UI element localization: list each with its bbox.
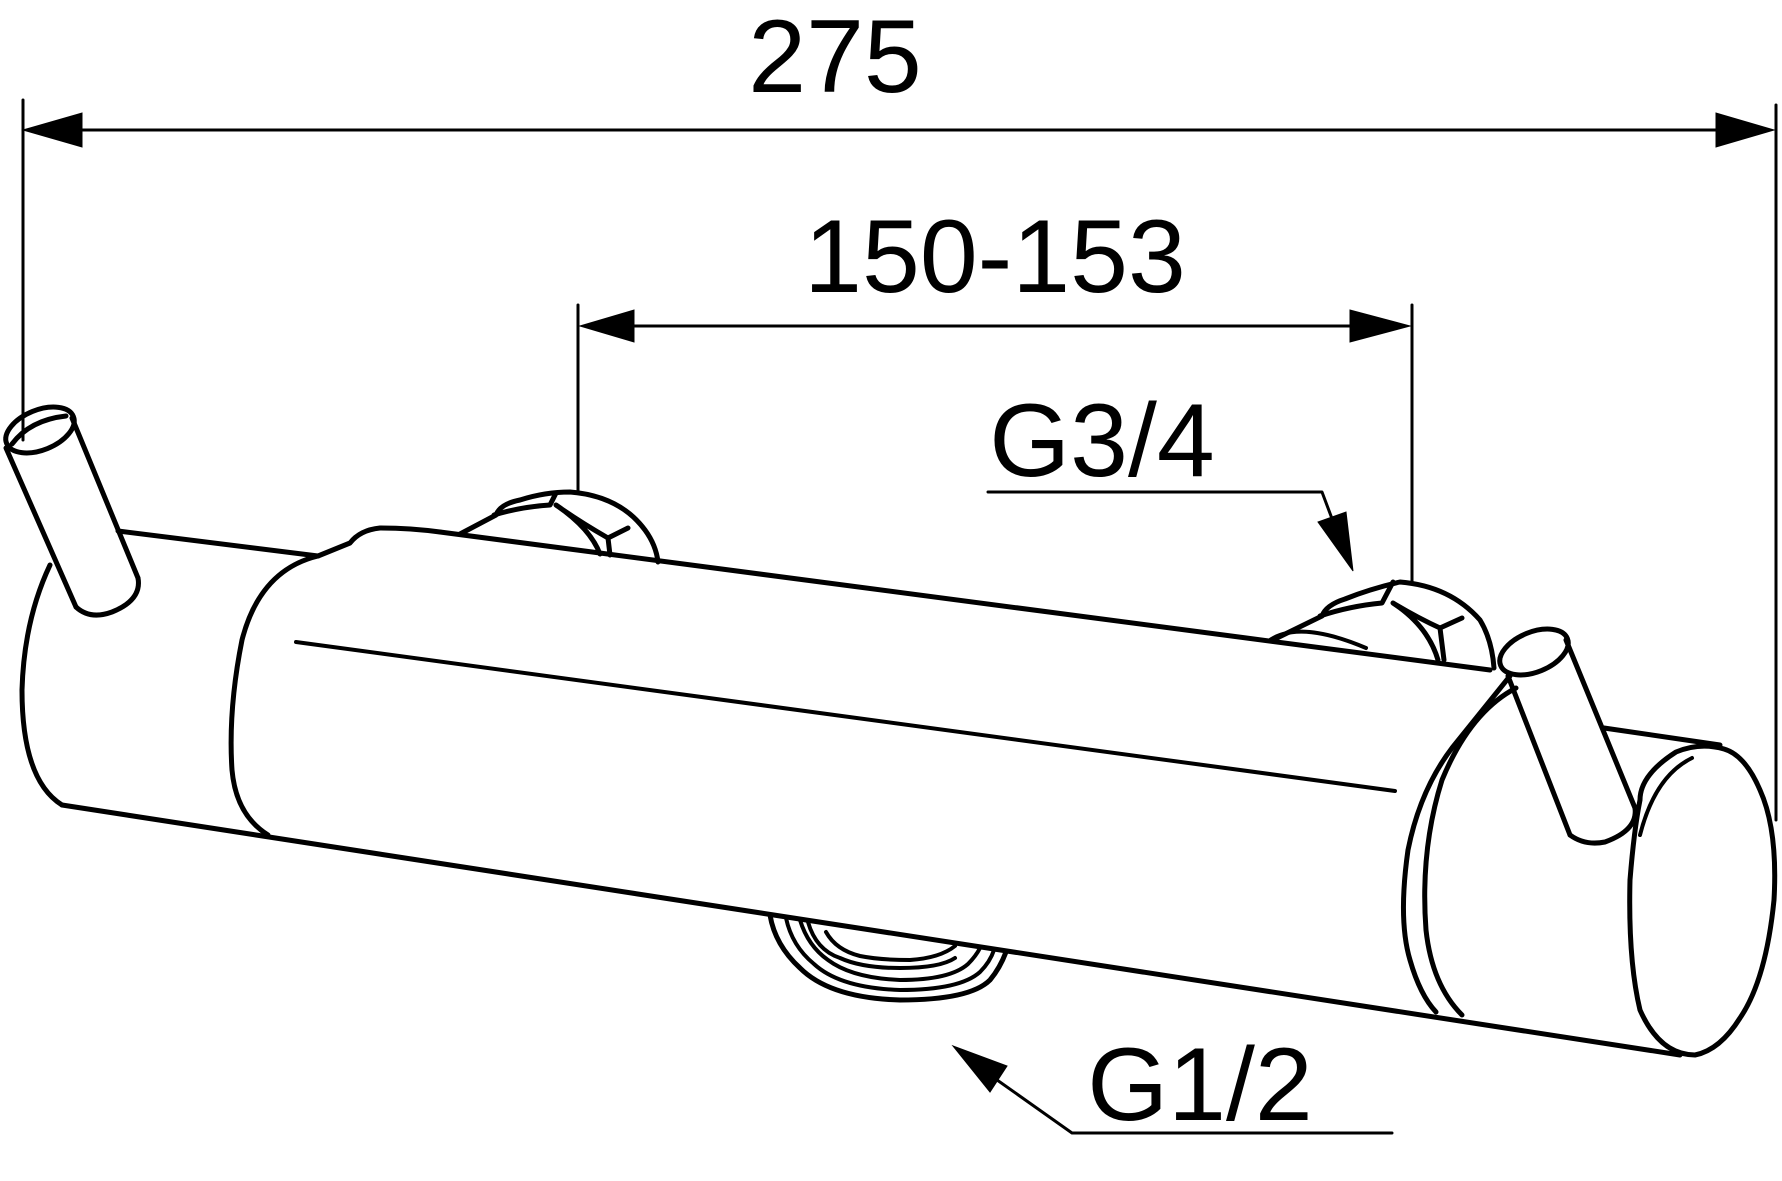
knob-inner-left (1422, 685, 1519, 1018)
mixer-body (19, 525, 1723, 1058)
body-highlight-line (294, 640, 1397, 793)
outlet-ring-outer (767, 912, 1009, 1003)
overall-arrow-right (1715, 112, 1776, 148)
right-handle-side-a (1505, 673, 1573, 838)
body-top-edge-main (437, 529, 1493, 673)
body-top-edge-saddle (315, 525, 443, 559)
left-handle (3, 404, 141, 618)
center-arrow-left (578, 309, 635, 343)
body-bottom-edge (59, 802, 1683, 1058)
knob-outer-left (1400, 673, 1513, 1015)
outlet-thread-callout: G1/2 (951, 1027, 1394, 1143)
outlet-ring-inner (824, 930, 957, 962)
left-sleeve (228, 553, 321, 838)
right-handle-cap (1497, 626, 1571, 678)
right-connector-hex (1390, 600, 1465, 663)
left-handle-tip (73, 575, 141, 618)
inlet-thread-callout: G3/4 (986, 383, 1354, 572)
thermostat-knob (1400, 673, 1778, 1058)
outlet-ring-2 (784, 916, 996, 992)
left-wall-connector (457, 489, 661, 565)
outlet-ring-4 (806, 920, 957, 970)
right-handle-tip (1567, 805, 1638, 846)
inlet-leader-line (986, 490, 1342, 542)
left-handle-cap-inner (9, 413, 69, 447)
knob-end-face (1627, 743, 1778, 1058)
left-connector-hex (553, 502, 631, 558)
inlet-thread-label: G3/4 (989, 383, 1214, 499)
left-handle-side-a (3, 445, 79, 610)
body-top-edge-right (1601, 725, 1723, 748)
left-handle-side-b (69, 415, 141, 581)
right-connector-face (1317, 579, 1396, 619)
right-handle (1497, 626, 1638, 846)
right-handle-side-b (1563, 637, 1638, 811)
center-distance-label: 150-153 (804, 199, 1186, 315)
center-distance-dimension: 150-153 (576, 199, 1414, 584)
knob-end-rim (1638, 756, 1694, 837)
outlet-leader-line (988, 1073, 1394, 1135)
outlet-ring-3 (798, 918, 982, 982)
overall-length-label: 275 (748, 0, 922, 115)
outlet-thread-label: G1/2 (1087, 1027, 1312, 1143)
outlet-leader-arrow (951, 1044, 1008, 1093)
overall-dimension: 275 (21, 0, 1778, 822)
center-arrow-right (1349, 309, 1412, 343)
body-top-edge-left (115, 528, 321, 559)
right-connector-nut (1274, 579, 1497, 671)
right-connector-base (1268, 629, 1368, 650)
left-connector-face (491, 490, 559, 518)
overall-arrow-left (21, 112, 83, 148)
bottom-outlet (767, 912, 1009, 1003)
left-end-cap (19, 562, 65, 808)
inlet-leader-arrow (1317, 511, 1354, 572)
right-wall-connector (1268, 579, 1497, 671)
left-handle-cap (3, 404, 77, 456)
left-connector-nut (457, 489, 661, 565)
